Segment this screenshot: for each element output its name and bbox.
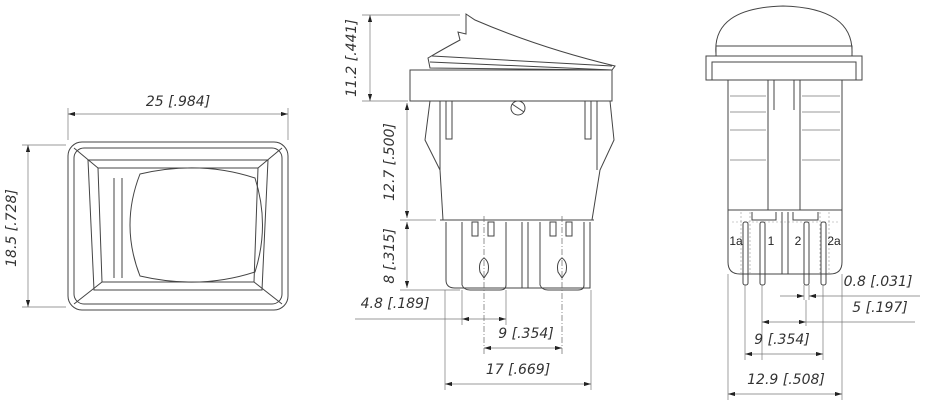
pin-label-2: 2 — [795, 234, 802, 248]
front-width-dim: 25 [.984] — [146, 94, 210, 110]
pin-pitch-dim: 9 [.354] — [754, 332, 809, 348]
end-view: 1a 1 2 2a 0.8 [.031] 5 [.197] 9 [.354] 1… — [705, 5, 920, 400]
pin-label-1: 1 — [768, 234, 775, 248]
pin-offset-dim: 5 [.197] — [852, 300, 907, 316]
front-height-dim: 18.5 [.728] — [4, 189, 20, 267]
front-view: 25 [.984] 18.5 [.728] — [4, 94, 289, 311]
body-depth-dim: 12.9 [.508] — [747, 372, 825, 388]
pins — [742, 221, 827, 286]
side-view: 11.2 [.441] 12.7 [.500] 8 [.315] 4.8 [.1… — [344, 13, 616, 390]
pin-label-2a: 2a — [827, 234, 841, 248]
rocker-height-dim: 11.2 [.441] — [344, 19, 360, 97]
body-height-dim: 12.7 [.500] — [382, 123, 398, 201]
terminal-length-dim: 8 [.315] — [382, 228, 398, 283]
pin-label-1a: 1a — [729, 234, 743, 248]
terminal-width-dim: 4.8 [.189] — [361, 296, 430, 312]
pin-thickness-dim: 0.8 [.031] — [844, 274, 913, 290]
body-width-dim: 17 [.669] — [486, 362, 550, 378]
terminal-pitch-dim: 9 [.354] — [498, 326, 553, 342]
